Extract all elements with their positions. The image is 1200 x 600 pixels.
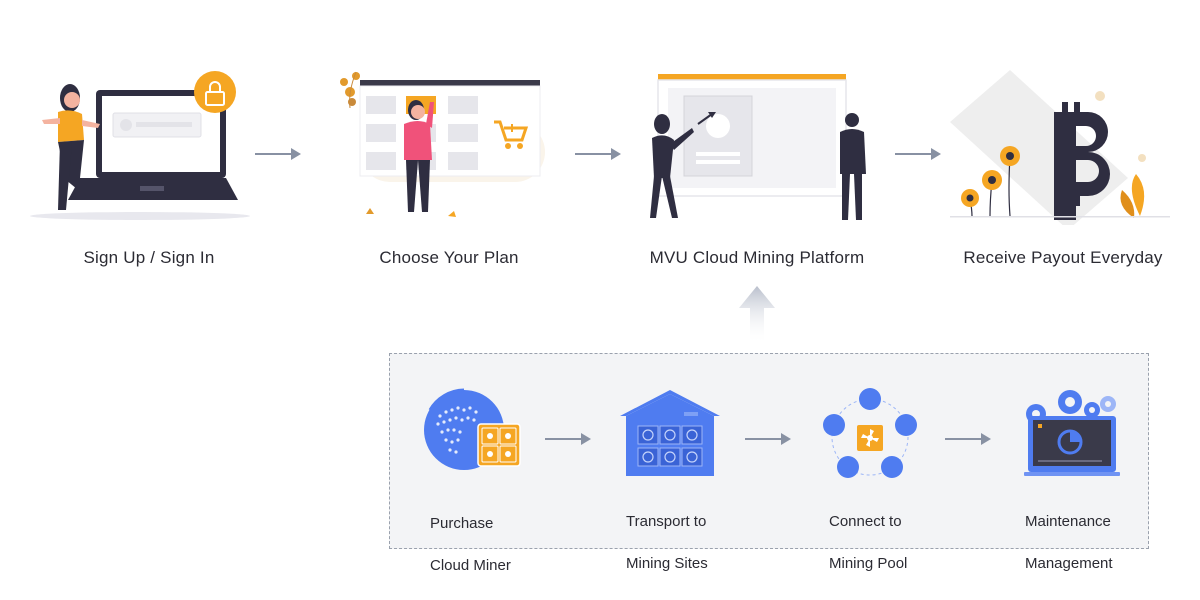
- plan-board-icon: [340, 71, 545, 217]
- login-laptop-icon: [30, 71, 250, 220]
- process-label-purchase: Purchase Cloud Miner: [430, 515, 511, 574]
- step-label-payout: Receive Payout Everyday: [963, 248, 1163, 267]
- process-label-maintenance: Maintenance Management: [1025, 513, 1113, 572]
- process-label-connect: Connect to Mining Pool: [829, 513, 908, 572]
- mining-pool-icon: [823, 388, 917, 478]
- warehouse-icon: [620, 390, 720, 476]
- flow-arrow: [255, 148, 301, 160]
- monitor-gears-icon: [1024, 390, 1120, 476]
- step-label-choose-plan: Choose Your Plan: [379, 248, 519, 267]
- process-label-transport: Transport to Mining Sites: [626, 513, 708, 572]
- platform-screen-icon: [650, 74, 866, 220]
- bitcoin-payout-icon: [950, 70, 1170, 225]
- step-label-sign-up: Sign Up / Sign In: [83, 248, 215, 267]
- process-arrow: [545, 433, 591, 445]
- process-arrow: [745, 433, 791, 445]
- flow-arrow: [575, 148, 621, 160]
- process-arrow: [945, 433, 991, 445]
- globe-miner-icon: [424, 388, 521, 470]
- step-label-platform: MVU Cloud Mining Platform: [649, 248, 865, 267]
- flow-arrow: [895, 148, 941, 160]
- up-arrow: [739, 286, 775, 342]
